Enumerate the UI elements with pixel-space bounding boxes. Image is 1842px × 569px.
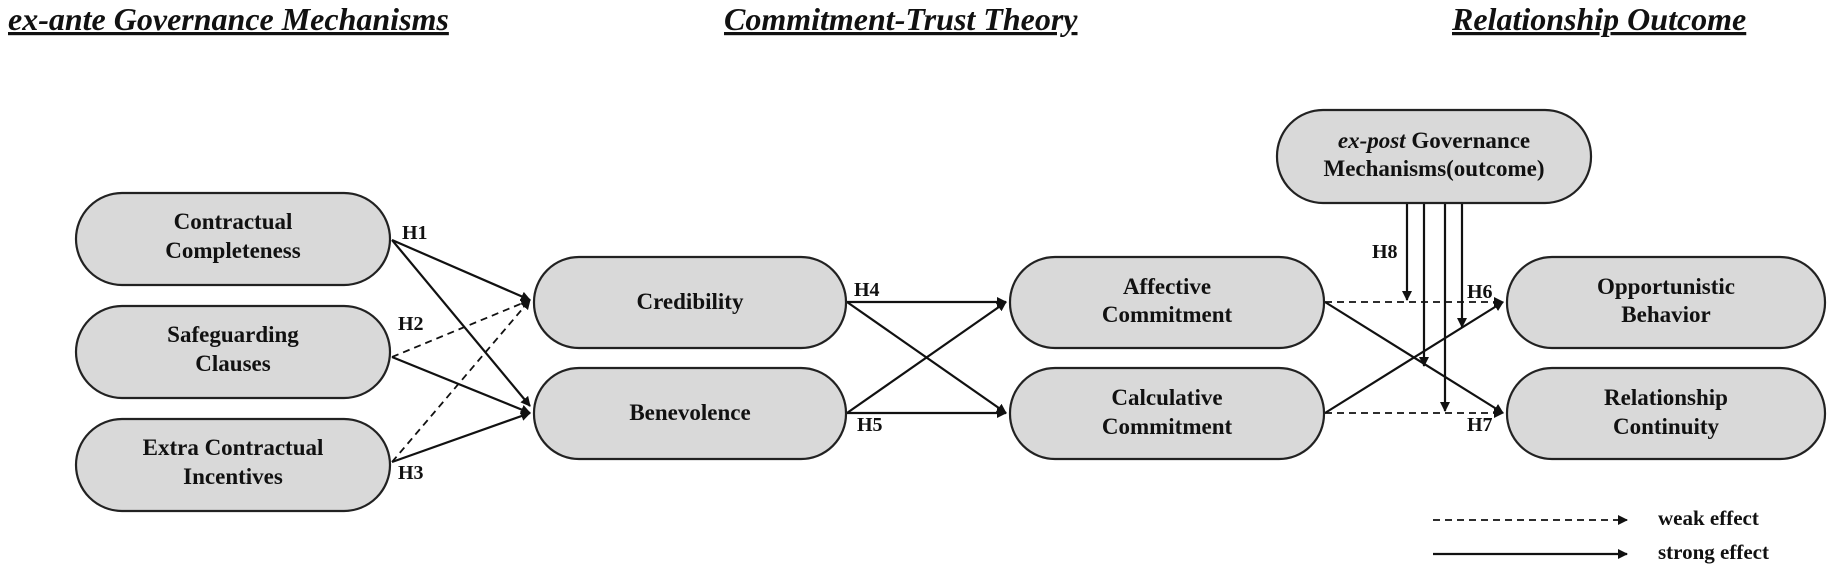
node-affective-commitment: Affective Commitment	[1008, 255, 1326, 350]
legend: weak effect strong effect	[1433, 506, 1769, 564]
node-relationship-continuity: Relationship Continuity	[1505, 366, 1827, 461]
hypothesis-label-h5: H5	[857, 414, 883, 436]
node-label: Mechanisms(outcome)	[1323, 156, 1544, 181]
node-label: Completeness	[165, 238, 300, 263]
hypothesis-label-h7: H7	[1467, 414, 1493, 436]
node-ex-post-governance: ex-post Governance Mechanisms(outcome)	[1275, 108, 1593, 205]
node-label: Clauses	[195, 351, 270, 376]
node-contractual-completeness: Contractual Completeness	[74, 191, 392, 287]
hypothesis-label-h4: H4	[854, 279, 880, 301]
node-label: Continuity	[1613, 414, 1720, 439]
node-label: Affective	[1123, 274, 1211, 299]
header-relationship-outcome: Relationship Outcome	[1451, 1, 1746, 37]
node-benevolence: Benevolence	[532, 366, 848, 461]
node-label: Calculative	[1111, 385, 1222, 410]
node-credibility: Credibility	[532, 255, 848, 350]
node-opportunistic-behavior: Opportunistic Behavior	[1505, 255, 1827, 350]
node-label: Opportunistic	[1597, 274, 1735, 299]
node-label: Commitment	[1102, 414, 1233, 439]
hypothesis-label-h2: H2	[398, 313, 424, 335]
edges	[391, 203, 1504, 464]
node-calculative-commitment: Calculative Commitment	[1008, 366, 1326, 461]
node-label: Safeguarding	[167, 322, 299, 347]
edge-completeness-credibility	[391, 238, 531, 302]
legend-strong-label: strong effect	[1658, 540, 1769, 564]
edge-calculative-opportunistic	[1324, 301, 1504, 414]
hypothesis-label-h3: H3	[398, 462, 424, 484]
hypothesis-label-h1: H1	[402, 222, 428, 244]
edge-completeness-benevolence	[391, 239, 531, 407]
node-label: Contractual	[174, 209, 293, 234]
node-label: Benevolence	[629, 400, 750, 425]
hypothesis-label-h8: H8	[1372, 241, 1398, 263]
node-label: Extra Contractual	[143, 435, 324, 460]
node-label: Relationship	[1604, 385, 1728, 410]
edge-incentives-benevolence	[391, 411, 531, 464]
node-extra-contractual-incentives: Extra Contractual Incentives	[74, 417, 392, 513]
node-label: Behavior	[1621, 302, 1710, 327]
node-label: Incentives	[183, 464, 283, 489]
edge-benevolence-affective	[846, 301, 1007, 414]
edge-safeguarding-benevolence	[391, 355, 531, 415]
node-safeguarding-clauses: Safeguarding Clauses	[74, 304, 392, 400]
node-label: Credibility	[637, 289, 744, 314]
legend-weak-label: weak effect	[1658, 506, 1759, 530]
header-commitment-trust-theory: Commitment-Trust Theory	[724, 1, 1078, 37]
node-label: Commitment	[1102, 302, 1233, 327]
header-ex-ante-governance: ex-ante Governance Mechanisms	[8, 1, 449, 37]
edge-safeguarding-credibility	[391, 298, 531, 358]
hypothesis-label-h6: H6	[1467, 281, 1493, 303]
node-label: ex-post Governance	[1338, 128, 1530, 153]
